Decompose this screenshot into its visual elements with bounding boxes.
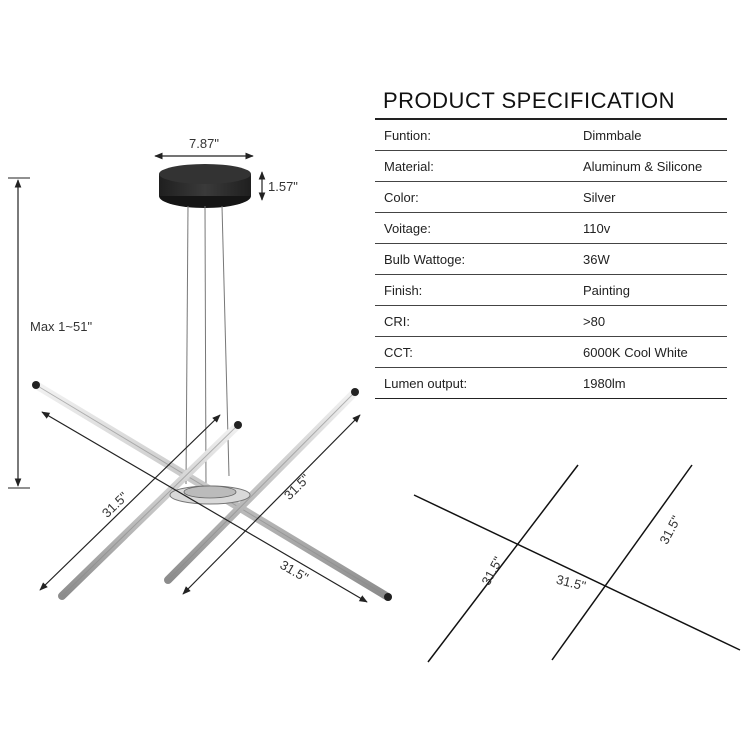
spec-label: Lumen output: — [375, 367, 574, 399]
top-view-label-1: 31.5" — [478, 554, 505, 588]
max-drop-label: Max 1~51" — [30, 319, 92, 334]
top-view-label-3: 31.5" — [656, 513, 683, 547]
canopy-height-dimension: 1.57" — [258, 171, 298, 201]
spec-label: CRI: — [375, 305, 574, 337]
canopy-height-label: 1.57" — [268, 179, 298, 194]
spec-row: CRI:>80 — [375, 305, 727, 337]
spec-label: CCT: — [375, 336, 574, 368]
spec-value: >80 — [574, 305, 727, 337]
spec-label: Material: — [375, 150, 574, 182]
spec-value: 110v — [574, 212, 727, 244]
spec-row: Color:Silver — [375, 181, 727, 213]
canopy — [159, 164, 251, 208]
spec-row: CCT:6000K Cool White — [375, 336, 727, 368]
spec-label: Voitage: — [375, 212, 574, 244]
spec-row: Funtion:Dimmbale — [375, 120, 727, 151]
spec-row: Lumen output:1980lm — [375, 367, 727, 399]
light-bars — [32, 381, 392, 601]
spec-value: Aluminum & Silicone — [574, 150, 727, 182]
top-view-label-2: 31.5" — [555, 572, 588, 594]
bar-length-label-3: 31.5" — [278, 557, 312, 585]
spec-row: Voitage:110v — [375, 212, 727, 244]
spec-title: PRODUCT SPECIFICATION — [375, 88, 727, 120]
canopy-width-dimension: 7.87" — [154, 136, 254, 160]
spec-value: 36W — [574, 243, 727, 275]
product-specification: PRODUCT SPECIFICATION Funtion:Dimmbale M… — [375, 88, 727, 399]
spec-value: Painting — [574, 274, 727, 306]
spec-row: Finish:Painting — [375, 274, 727, 306]
spec-label: Color: — [375, 181, 574, 213]
spec-row: Bulb Wattoge:36W — [375, 243, 727, 275]
spec-value: Silver — [574, 181, 727, 213]
spec-value: 6000K Cool White — [574, 336, 727, 368]
bar-length-label-1: 31.5" — [99, 489, 131, 521]
canopy-width-label: 7.87" — [189, 136, 219, 151]
suspension-wires — [185, 205, 230, 491]
spec-value: Dimmbale — [574, 120, 727, 151]
top-view-diagram — [413, 464, 741, 663]
spec-table: Funtion:Dimmbale Material:Aluminum & Sil… — [375, 120, 727, 399]
spec-label: Funtion: — [375, 120, 574, 151]
max-drop-dimension: Max 1~51" — [8, 177, 92, 489]
spec-row: Material:Aluminum & Silicone — [375, 150, 727, 182]
bar-length-label-2: 31.5" — [281, 471, 313, 503]
spec-value: 1980lm — [574, 367, 727, 399]
spec-label: Finish: — [375, 274, 574, 306]
spec-label: Bulb Wattoge: — [375, 243, 574, 275]
